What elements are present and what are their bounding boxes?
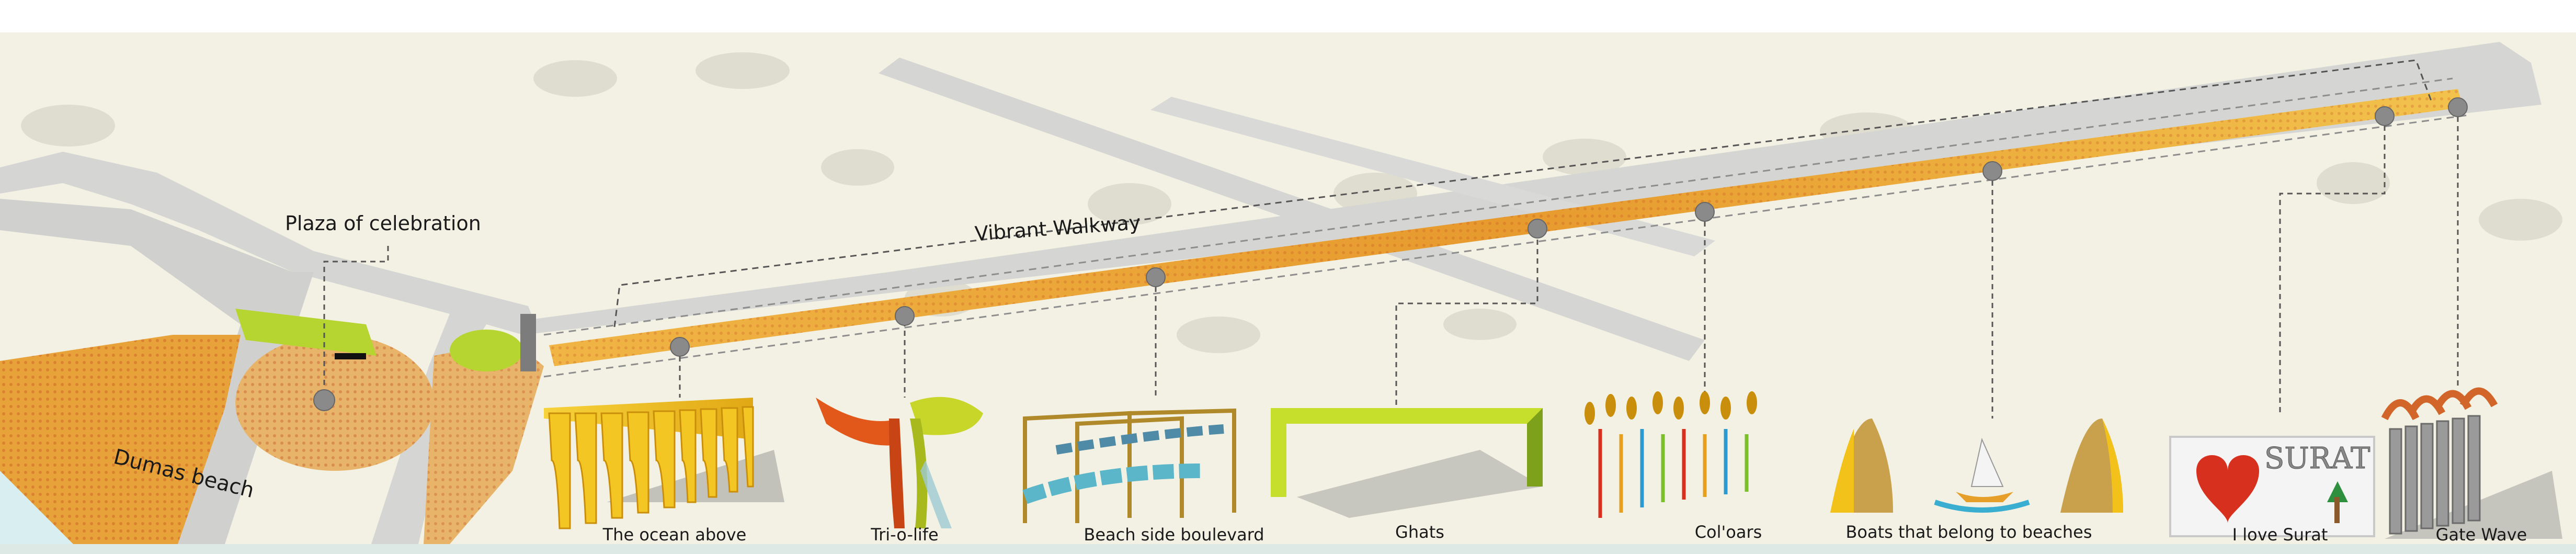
pavilion-ghats xyxy=(1271,408,1543,518)
top-margin xyxy=(0,0,2576,32)
marker-ghats xyxy=(1528,219,1547,239)
label-ghats: Ghats xyxy=(1395,522,1444,542)
pavilion-gate-wave xyxy=(2381,387,2562,539)
label-ocean-above: The ocean above xyxy=(602,525,747,545)
pavilion-ocean-above xyxy=(544,398,784,529)
walkway-dashed-edge-top xyxy=(543,77,2453,336)
marker-tri-o-life xyxy=(895,306,915,326)
pavilion-love-surat: SURAT xyxy=(2169,436,2375,537)
marker-ocean-above xyxy=(670,337,690,357)
walkway-outline xyxy=(613,59,2433,327)
label-gate-wave: Gate Wave xyxy=(2436,525,2527,545)
marker-coloars xyxy=(1695,202,1715,222)
walkway-dashed-edge xyxy=(543,114,2469,378)
pavilion-beach-boulevard xyxy=(1022,408,1236,523)
marker-beach-boulevard xyxy=(1146,267,1166,287)
pavilion-labels: The ocean above Tri-o-life Beach side bo… xyxy=(602,522,2527,545)
marker-boats xyxy=(1982,161,2002,181)
leader-lines xyxy=(323,107,2459,419)
marker-gate-wave xyxy=(2448,97,2468,117)
label-coloars: Col'oars xyxy=(1695,522,1762,542)
pavilion-coloars xyxy=(1585,391,1757,518)
location-markers xyxy=(313,97,2468,411)
plaza-label: Plaza of celebration xyxy=(285,212,481,235)
marker-love-surat xyxy=(2375,106,2395,126)
shore-strip xyxy=(0,544,2576,554)
pavilion-tri-o-life xyxy=(816,397,983,528)
label-beach-boulevard: Beach side boulevard xyxy=(1084,525,1264,545)
marker-plaza xyxy=(313,389,335,411)
label-tri-o-life: Tri-o-life xyxy=(870,525,938,545)
love-surat-sign-text: SURAT xyxy=(2264,442,2370,476)
label-love-surat: I love Surat xyxy=(2232,525,2328,545)
pavilion-boats xyxy=(1830,419,2123,513)
label-boats: Boats that belong to beaches xyxy=(1845,522,2092,542)
walkway-pattern xyxy=(549,89,2463,366)
